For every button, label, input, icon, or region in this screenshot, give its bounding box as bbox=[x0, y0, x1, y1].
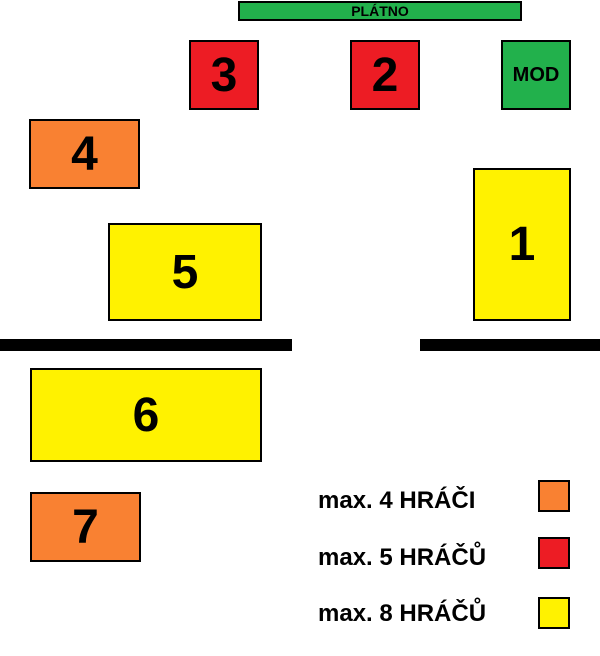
legend-label-4-players: max. 4 HRÁČI bbox=[318, 487, 476, 514]
moderator-label: MOD bbox=[512, 63, 560, 86]
table-7: 7 bbox=[30, 492, 141, 562]
table-5: 5 bbox=[108, 223, 262, 321]
legend-label-5-players: max. 5 HRÁČŮ bbox=[318, 544, 487, 571]
table-7-label: 7 bbox=[72, 500, 99, 554]
table-4-label: 4 bbox=[71, 127, 98, 181]
table-5-label: 5 bbox=[171, 245, 199, 299]
legend-swatch-yellow bbox=[538, 597, 570, 629]
screen-label: PLÁTNO bbox=[351, 3, 409, 19]
table-6-label: 6 bbox=[132, 388, 160, 442]
table-3: 3 bbox=[189, 40, 259, 110]
table-4: 4 bbox=[29, 119, 140, 189]
table-1-label: 1 bbox=[508, 218, 536, 271]
screen-bar: PLÁTNO bbox=[238, 1, 522, 21]
table-2-label: 2 bbox=[371, 48, 399, 102]
wall-right bbox=[420, 339, 600, 351]
table-3-label: 3 bbox=[210, 48, 238, 102]
legend-swatch-orange bbox=[538, 480, 570, 512]
table-6: 6 bbox=[30, 368, 262, 462]
moderator-box: MOD bbox=[501, 40, 571, 110]
legend-swatch-red bbox=[538, 537, 570, 569]
wall-left bbox=[0, 339, 292, 351]
table-2: 2 bbox=[350, 40, 420, 110]
legend-label-8-players: max. 8 HRÁČŮ bbox=[318, 600, 487, 627]
table-1: 1 bbox=[473, 168, 571, 321]
